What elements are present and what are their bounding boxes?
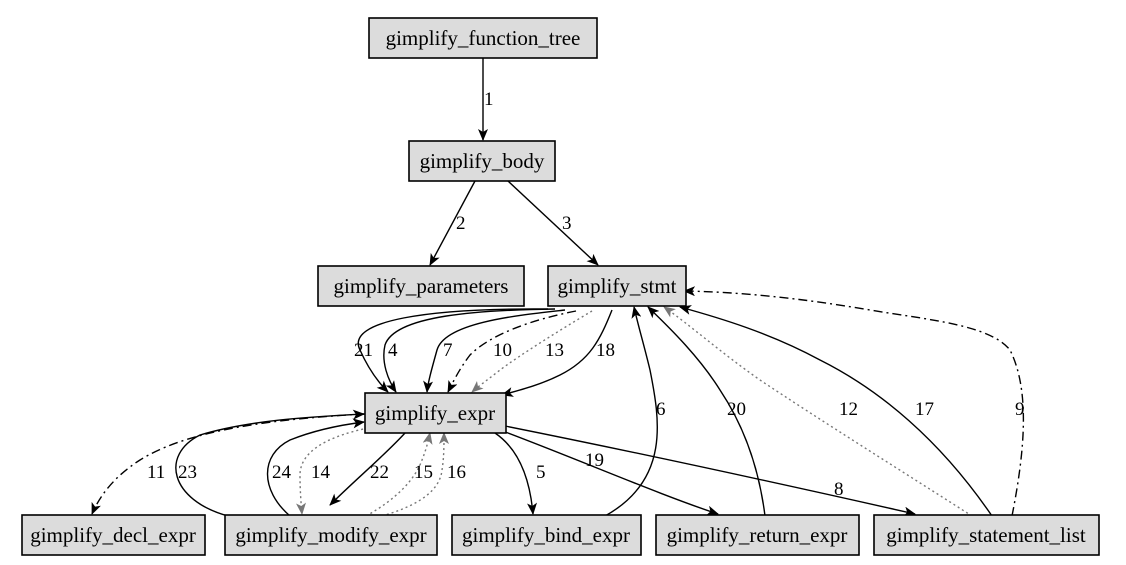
edge-label-3: 3 (562, 213, 572, 234)
node-gimplify-function-tree: gimplify_function_tree (368, 17, 598, 59)
node-label-gimplify-statement-list: gimplify_statement_list (886, 523, 1086, 547)
edge-label-11: 11 (147, 462, 165, 483)
node-gimplify-modify-expr: gimplify_modify_expr (224, 514, 438, 556)
edge-7 (423, 309, 566, 393)
nodes: gimplify_function_tree gimplify_body gim… (21, 17, 1100, 556)
edge-19 (499, 429, 719, 516)
edge-label-4: 4 (388, 340, 398, 361)
node-gimplify-stmt: gimplify_stmt (547, 265, 687, 307)
edge-16 (381, 432, 449, 517)
edge-13 (471, 310, 593, 393)
node-gimplify-parameters: gimplify_parameters (317, 265, 525, 307)
edge-label-15: 15 (414, 462, 433, 483)
node-gimplify-expr: gimplify_expr (364, 392, 507, 434)
edge-label-13: 13 (545, 340, 564, 361)
edge-label-24: 24 (272, 462, 292, 483)
edge-label-9: 9 (1015, 399, 1025, 420)
node-gimplify-bind-expr: gimplify_bind_expr (451, 514, 642, 556)
edge-12 (663, 306, 973, 517)
edge-label-1: 1 (484, 89, 494, 110)
edge-label-22: 22 (370, 462, 389, 483)
edges (91, 58, 1025, 517)
edge-20 (647, 306, 766, 517)
node-label-gimplify-return-expr: gimplify_return_expr (667, 523, 848, 547)
node-gimplify-decl-expr: gimplify_decl_expr (21, 514, 206, 556)
edge-8 (504, 425, 916, 517)
edge-15 (365, 432, 433, 517)
edge-label-16: 16 (447, 462, 466, 483)
node-label-gimplify-function-tree: gimplify_function_tree (386, 26, 581, 50)
node-label-gimplify-expr: gimplify_expr (375, 401, 495, 425)
edge-5 (494, 432, 538, 515)
edge-4 (383, 308, 556, 393)
node-label-gimplify-body: gimplify_body (420, 149, 545, 173)
edge-label-21: 21 (354, 340, 373, 361)
edge-label-18: 18 (596, 340, 615, 361)
edge-3 (507, 180, 599, 266)
edge-label-20: 20 (727, 399, 746, 420)
node-label-gimplify-bind-expr: gimplify_bind_expr (462, 523, 630, 547)
edge-label-23: 23 (178, 462, 197, 483)
node-label-gimplify-decl-expr: gimplify_decl_expr (30, 523, 196, 547)
edge-label-7: 7 (443, 340, 453, 361)
edge-21 (357, 308, 549, 393)
edge-23 (175, 409, 365, 517)
edge-22 (329, 432, 406, 506)
edge-24 (266, 418, 365, 517)
edge-label-17: 17 (915, 399, 934, 420)
edge-labels: 1 2 3 4 5 6 7 8 9 10 11 12 13 14 15 16 1… (147, 89, 1025, 500)
node-label-gimplify-parameters: gimplify_parameters (334, 274, 509, 298)
edge-label-12: 12 (839, 399, 858, 420)
edge-17 (679, 305, 993, 517)
edge-2 (429, 180, 476, 266)
edge-label-19: 19 (585, 450, 604, 471)
edge-label-14: 14 (311, 462, 331, 483)
node-label-gimplify-stmt: gimplify_stmt (557, 274, 676, 298)
edge-18 (501, 309, 613, 397)
edge-label-10: 10 (493, 340, 512, 361)
edge-9 (683, 286, 1025, 517)
edge-label-6: 6 (656, 399, 666, 420)
edge-label-2: 2 (456, 213, 466, 234)
edge-14 (296, 427, 369, 515)
node-label-gimplify-modify-expr: gimplify_modify_expr (235, 523, 426, 547)
edge-6 (604, 306, 658, 517)
node-gimplify-statement-list: gimplify_statement_list (873, 514, 1100, 556)
edge-label-8: 8 (834, 479, 844, 500)
node-gimplify-body: gimplify_body (408, 140, 556, 182)
edge-label-5: 5 (536, 462, 546, 483)
node-gimplify-return-expr: gimplify_return_expr (655, 514, 860, 556)
